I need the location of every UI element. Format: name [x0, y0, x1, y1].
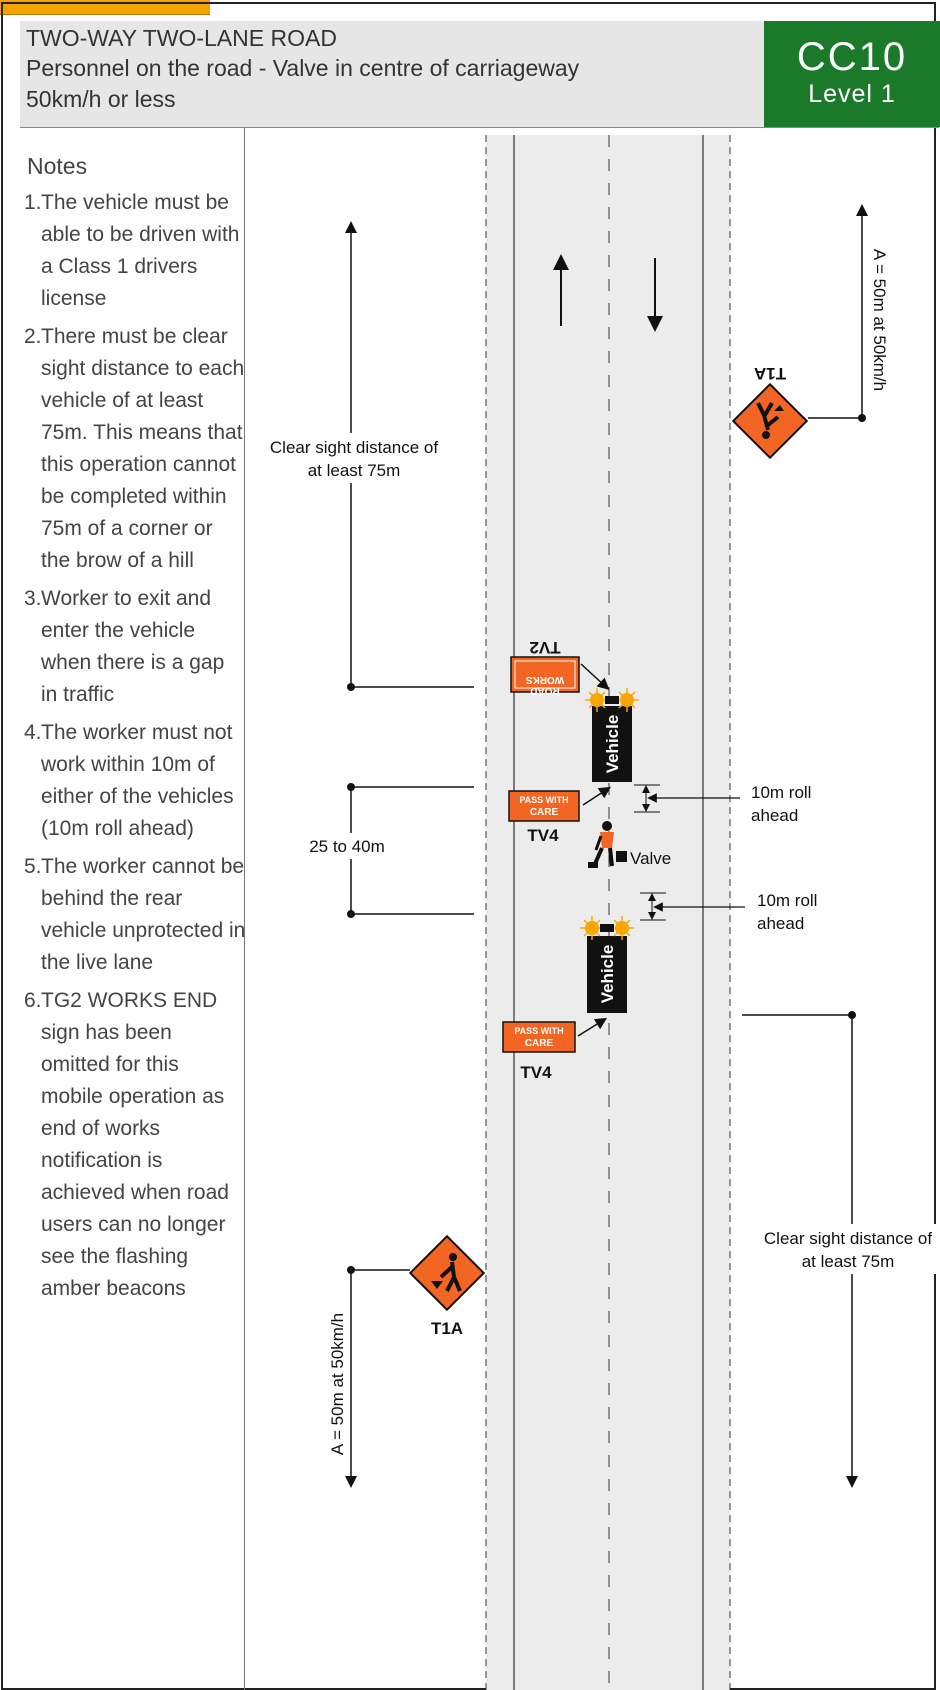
sign-t1a — [408, 1234, 486, 1312]
vehicle-lead-label: Vehicle — [603, 715, 622, 774]
sight-label-right-2: at least 75m — [802, 1252, 895, 1271]
sign-tv4-lead — [508, 790, 580, 822]
rollahead-2-label-2: ahead — [757, 914, 804, 933]
road-surface — [486, 135, 730, 1690]
distance-a-top-dot — [858, 414, 866, 422]
header-speed: 50km/h or less — [26, 86, 176, 112]
sign-tv4-lead-pointer — [582, 786, 612, 806]
sign-tv2-label: TV2 — [529, 638, 560, 657]
notes-list: 1.The vehicle must be able to be driven … — [24, 187, 246, 1311]
sign-tv4-rear-text-1: PASS WITH — [514, 1026, 563, 1036]
sight-label-left-1: Clear sight distance of — [270, 438, 438, 457]
beacon-lead-bar — [605, 696, 619, 704]
distance-a-bottom-dot — [347, 1266, 355, 1274]
sign-tv2-text-2: ROAD — [530, 685, 559, 696]
note-item: 3.Worker to exit and enter the vehicle w… — [24, 587, 225, 706]
sight-label-right-1: Clear sight distance of — [764, 1229, 932, 1248]
sight-distance-left-dot — [347, 683, 355, 691]
worker-icon — [588, 821, 614, 868]
note-item: 2.There must be clear sight distance to … — [24, 325, 245, 572]
beacon-rear-right — [610, 916, 634, 940]
notes-title: Notes — [27, 153, 88, 179]
note-item: 1.The vehicle must be able to be driven … — [24, 191, 240, 310]
beacon-lead-left — [585, 688, 609, 712]
vehicle-rear — [587, 936, 627, 1013]
spacing-dot-bottom — [347, 910, 355, 918]
sign-tv2-pointer — [580, 663, 610, 691]
note-item: 6.TG2 WORKS END sign has been omitted fo… — [24, 989, 229, 1300]
sign-tv4-rear-label: TV4 — [520, 1063, 552, 1082]
layout-level: Level 1 — [808, 80, 896, 108]
spacing-dot-top — [347, 783, 355, 791]
sign-tv2 — [510, 656, 580, 693]
header-description: Personnel on the road - Valve in centre … — [26, 55, 580, 81]
header-road-type: TWO-WAY TWO-LANE ROAD — [26, 25, 337, 51]
sign-t1a-top — [731, 382, 809, 460]
beacon-rear-left — [580, 916, 604, 940]
sign-tv4-lead-label: TV4 — [527, 826, 559, 845]
layout-code: CC10 — [796, 35, 908, 79]
sign-tv4-rear-pointer — [577, 1017, 608, 1037]
valve-label: Valve — [630, 849, 671, 868]
sight-label-left-2: at least 75m — [308, 461, 401, 480]
rollahead-1-label-1: 10m roll — [751, 783, 811, 802]
distance-a-top-label: A = 50m at 50km/h — [870, 249, 889, 391]
sign-tv4-lead-text-2: CARE — [530, 807, 559, 818]
valve-icon — [616, 851, 627, 862]
sign-tv4-rear-text-2: CARE — [525, 1038, 554, 1049]
vehicle-rear-label: Vehicle — [598, 945, 617, 1004]
spacing-label-bg — [300, 833, 400, 859]
layout-code-box: CC10 Level 1 — [764, 21, 940, 127]
beacon-lead-right — [615, 688, 639, 712]
sight-label-right-bg — [745, 1224, 940, 1274]
vehicle-lead — [592, 706, 632, 782]
sign-t1a-label: T1A — [431, 1319, 463, 1338]
rollahead-1-label-2: ahead — [751, 806, 798, 825]
sign-tv2-text-1: WORKS — [526, 674, 565, 685]
sign-t1a-top-label: T1A — [754, 364, 786, 383]
sign-tv4-lead-text-1: PASS WITH — [519, 795, 568, 805]
sight-label-left-bg — [253, 433, 453, 483]
spacing-label: 25 to 40m — [309, 837, 385, 856]
sight-distance-right-dot — [848, 1011, 856, 1019]
note-item: 4.The worker must not work within 10m of… — [24, 721, 234, 840]
rollahead-2-label-1: 10m roll — [757, 891, 817, 910]
sign-tv4-rear — [502, 1021, 576, 1053]
sign-tv2-inner — [514, 660, 576, 689]
beacon-rear-bar — [600, 924, 614, 932]
notes-panel: Notes 1.The vehicle must be able to be d… — [20, 127, 245, 1690]
note-item: 5.The worker cannot be behind the rear v… — [24, 855, 246, 974]
distance-a-bottom-label: A = 50m at 50km/h — [328, 1313, 347, 1455]
